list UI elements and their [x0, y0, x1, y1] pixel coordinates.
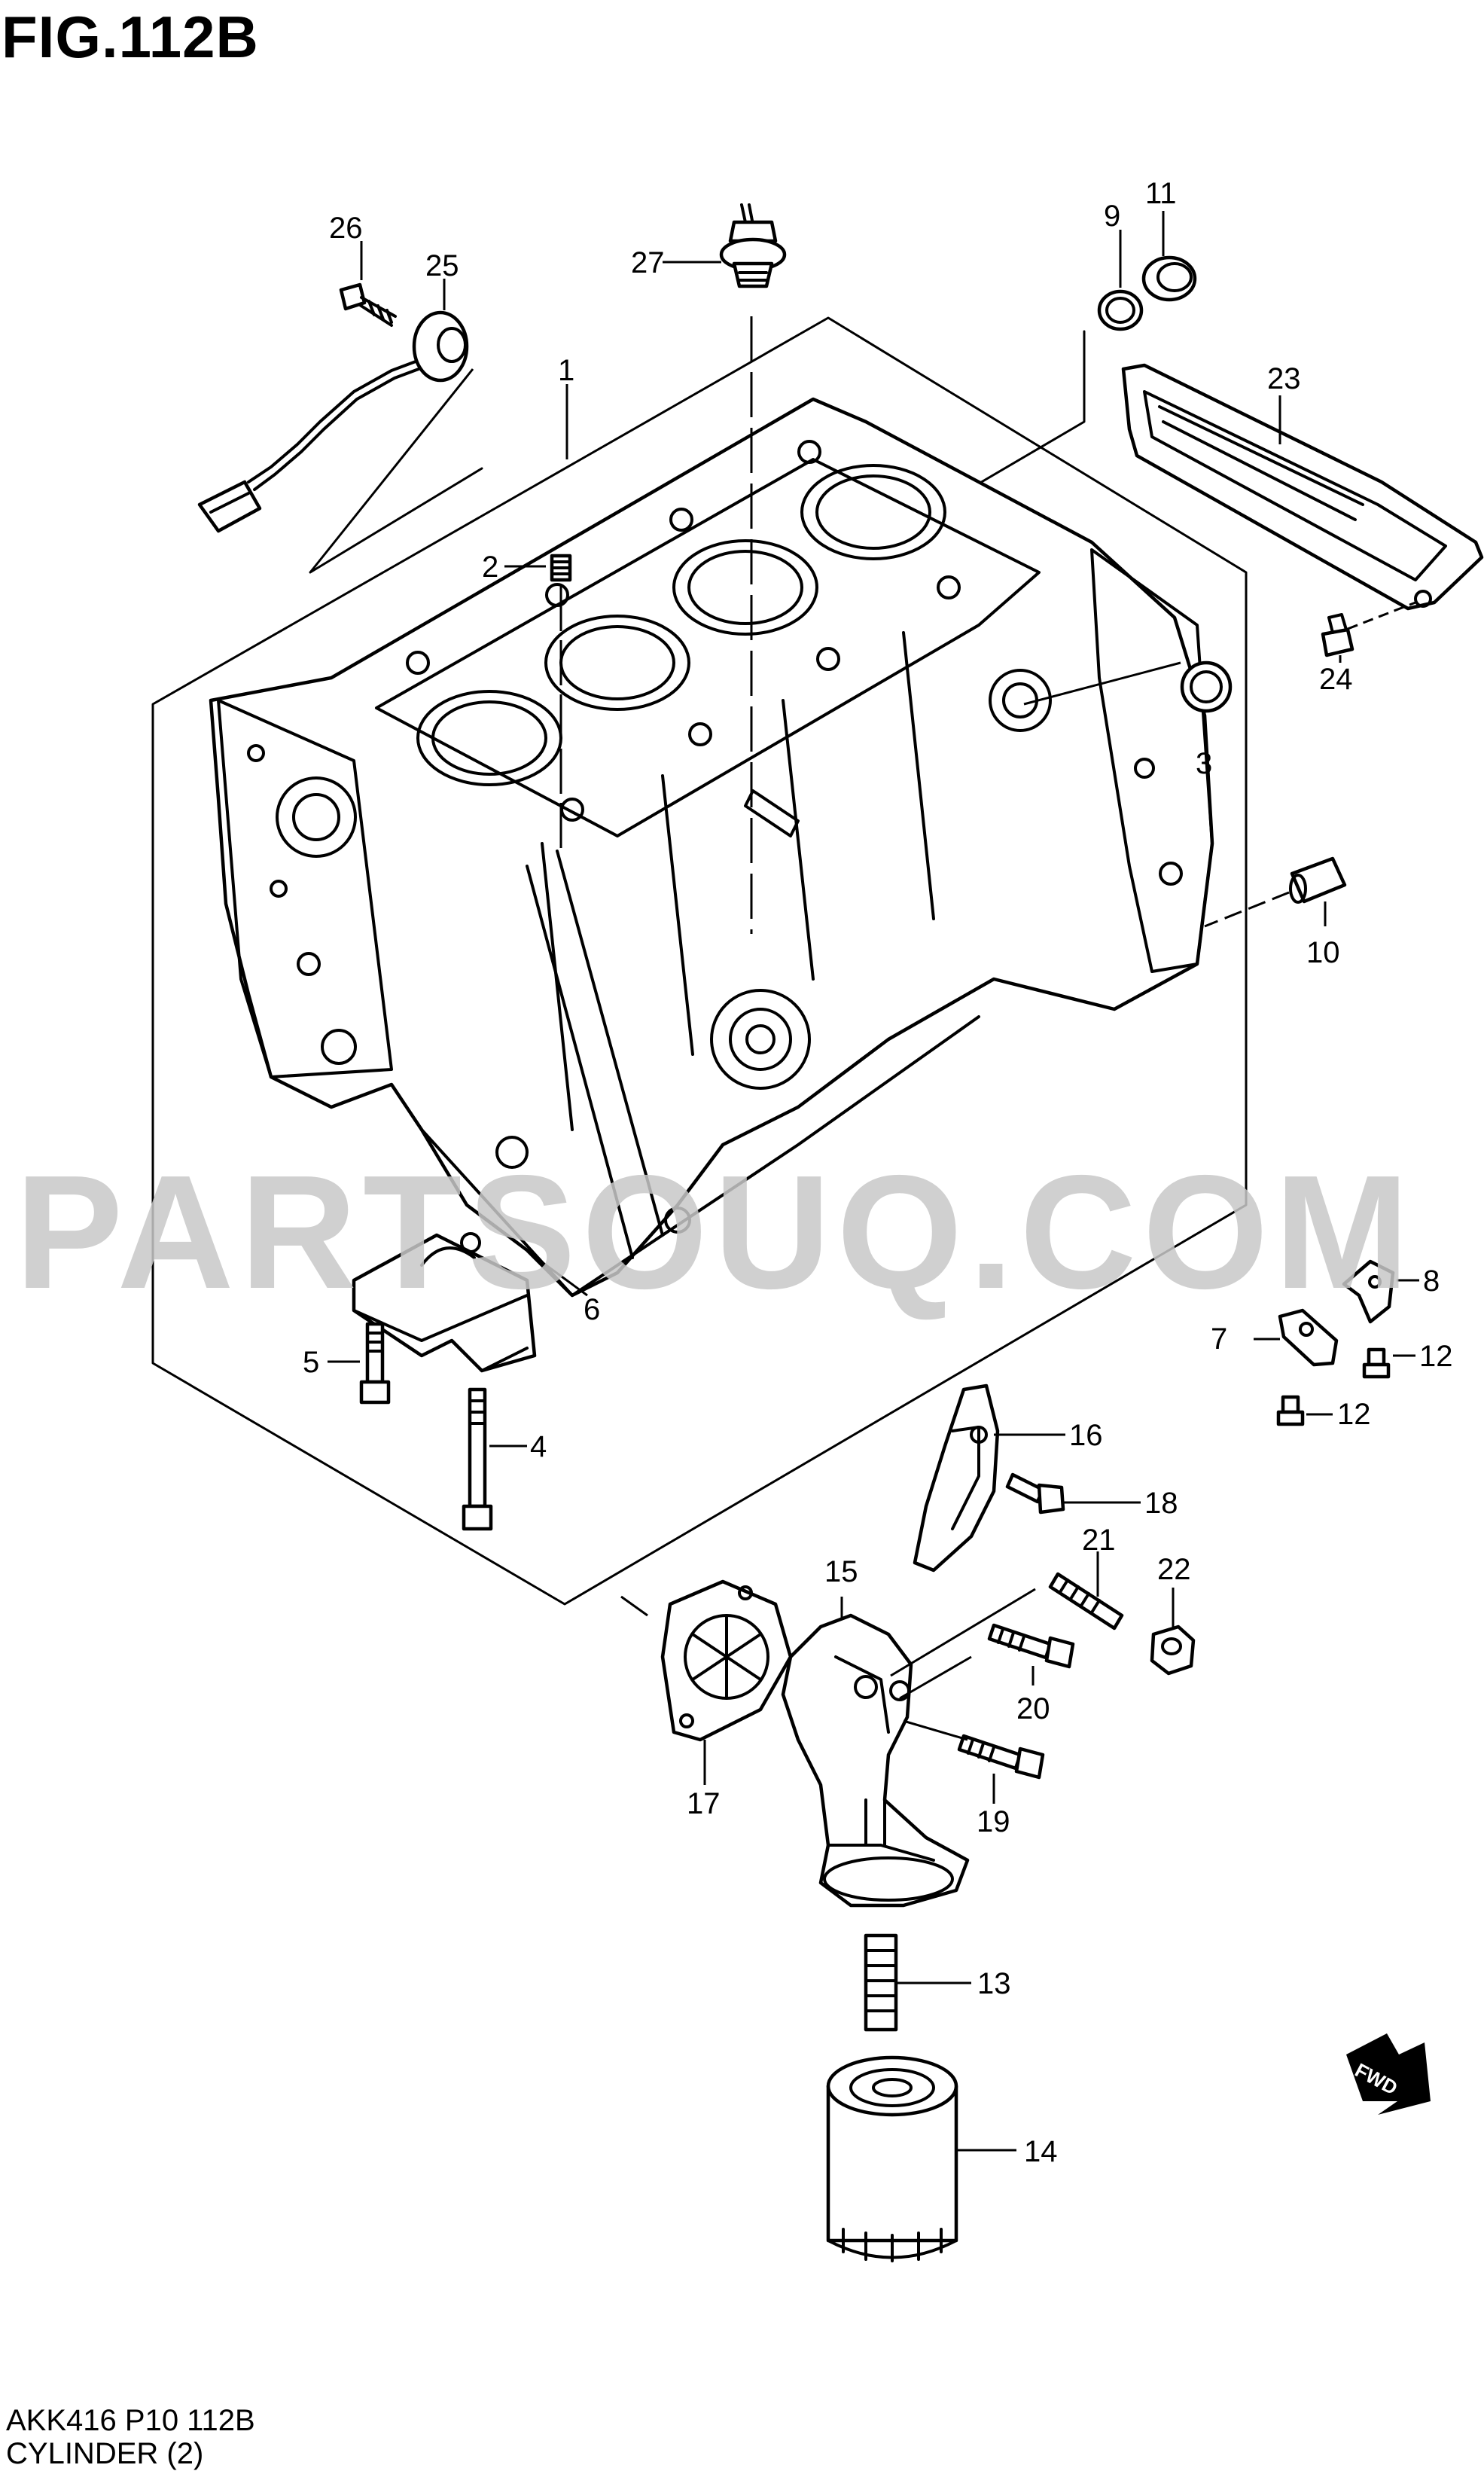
- callout-4: 4: [530, 1430, 547, 1463]
- callout-leaders: [328, 211, 1419, 2152]
- pump-stud-21: [1048, 1572, 1124, 1631]
- callout-12a: 12: [1419, 1340, 1453, 1373]
- figure-code: AKK416 P10 112B: [6, 2404, 255, 2437]
- pump-bolt-leader-3: [903, 1719, 968, 1741]
- bracket-bolt-12a: [1362, 1347, 1391, 1379]
- bolt-4: [462, 1387, 493, 1531]
- pump-bolt-leader-2: [899, 1655, 972, 1700]
- forward-direction-arrow: FWD: [1346, 2033, 1431, 2115]
- callout-1: 1: [558, 354, 574, 387]
- bracket-bolt-12b: [1276, 1395, 1305, 1426]
- callout-24: 24: [1319, 663, 1353, 696]
- oil-seal-3: [1180, 660, 1233, 713]
- bracket-7: [1278, 1308, 1339, 1367]
- pump-nut-22: [1150, 1624, 1196, 1676]
- bracket-8: [1342, 1259, 1395, 1324]
- callout-10: 10: [1306, 936, 1340, 969]
- cover-bolt-24-leader: [1347, 601, 1416, 630]
- callout-3: 3: [1196, 747, 1212, 780]
- assembly-boundary: [151, 316, 1248, 1606]
- oil-filter-stud-13: [864, 1933, 898, 2032]
- callout-14: 14: [1024, 2135, 1058, 2168]
- dowel-10-leader: [1204, 891, 1290, 928]
- oil-pressure-switch: [719, 203, 787, 288]
- strainer-bolt-18: [1005, 1472, 1065, 1515]
- callout-7: 7: [1211, 1322, 1227, 1356]
- side-cover-23: [1121, 363, 1484, 611]
- plug-11: [1141, 255, 1197, 302]
- knock-sensor-bolt: [339, 282, 397, 327]
- assembly-boundary-right: [974, 330, 1086, 487]
- bearing-cap-leader: [530, 1252, 588, 1297]
- cover-bolt-24: [1321, 613, 1354, 657]
- assembly-boundary-upper: [309, 467, 483, 574]
- oil-strainer-16: [913, 1383, 1000, 1573]
- figure-name: CYLINDER (2): [6, 2437, 204, 2470]
- callout-13: 13: [977, 1967, 1011, 2000]
- callout-2: 2: [482, 551, 498, 584]
- callout-5: 5: [303, 1346, 319, 1379]
- callout-9: 9: [1104, 200, 1120, 233]
- callout-16: 16: [1069, 1419, 1103, 1452]
- oil-pump-15: [781, 1613, 970, 1908]
- callout-17: 17: [687, 1787, 721, 1820]
- pump-bolt-20: [987, 1623, 1075, 1669]
- callout-19: 19: [977, 1805, 1010, 1838]
- bolt-5: [359, 1322, 391, 1405]
- callout-15: 15: [824, 1555, 858, 1588]
- oil-seal-leader: [1023, 661, 1181, 706]
- callout-8: 8: [1423, 1264, 1440, 1298]
- callout-23: 23: [1267, 362, 1301, 395]
- oil-pump-gasket-17: [660, 1579, 793, 1742]
- callout-21: 21: [1082, 1524, 1116, 1557]
- callout-6: 6: [584, 1293, 600, 1326]
- knock-sensor: [197, 310, 469, 533]
- block-plug-2: [550, 554, 572, 582]
- pump-bolt-19: [957, 1734, 1045, 1780]
- callout-18: 18: [1144, 1487, 1178, 1520]
- callout-numbers: 26 25 27 1 2 9 11 23 24 3 10 6 8 7 12 12…: [303, 177, 1453, 2168]
- callout-20: 20: [1016, 1692, 1050, 1725]
- callout-12b: 12: [1337, 1398, 1371, 1431]
- figure-title: FIG.112B: [2, 4, 259, 70]
- callout-11: 11: [1145, 177, 1177, 210]
- callout-26: 26: [329, 212, 363, 245]
- callout-27: 27: [631, 246, 665, 279]
- o-ring-9: [1097, 289, 1144, 331]
- pump-bolt-leader: [890, 1588, 1036, 1677]
- dowel-pin-10: [1289, 856, 1347, 904]
- gasket-17-leader: [620, 1595, 648, 1617]
- callout-25: 25: [425, 249, 459, 282]
- knock-sensor-leader: [309, 368, 474, 573]
- watermark: PARTSOUQ.COM: [15, 1141, 1415, 1322]
- callout-22: 22: [1157, 1553, 1191, 1586]
- oil-filter-14: [826, 2055, 958, 2262]
